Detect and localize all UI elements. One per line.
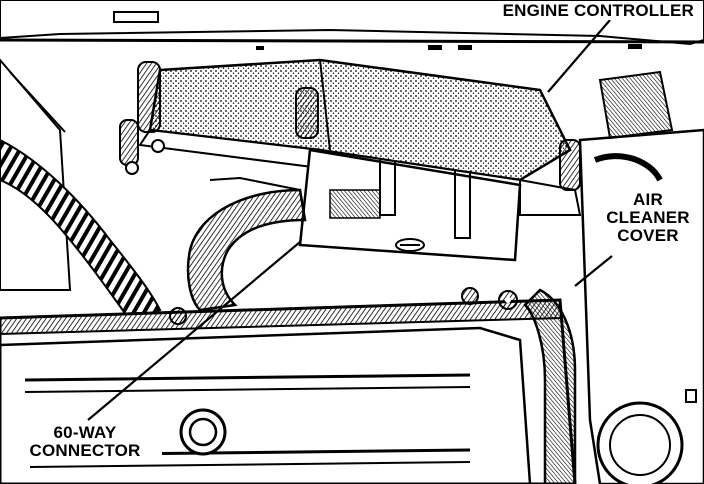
air-cleaner-cover-label: AIR CLEANER COVER	[600, 191, 696, 245]
sixty-way-connector-label: 60-WAY CONNECTOR	[8, 424, 162, 460]
leader-lines	[87, 19, 613, 421]
engine-controller-label: ENGINE CONTROLLER	[500, 1, 696, 20]
controller-bracket	[298, 148, 522, 262]
leader-60-way-connector	[87, 241, 301, 421]
air-hose	[0, 138, 162, 322]
air-cleaner-cover-label-line-3: COVER	[617, 226, 679, 245]
air-cleaner-cover-label-line-2: CLEANER	[606, 208, 690, 227]
right-fender	[578, 70, 704, 484]
sixty-way-connector-label-line-1: 60-WAY	[53, 423, 117, 442]
air-cleaner-cover-label-line-1: AIR	[633, 190, 663, 209]
wiring-harness	[186, 176, 307, 312]
housing-bolts	[169, 287, 518, 325]
leader-engine-controller	[547, 19, 611, 93]
sixty-way-connector-label-line-2: CONNECTOR	[29, 441, 141, 460]
leader-air-cleaner-cover	[574, 255, 613, 287]
